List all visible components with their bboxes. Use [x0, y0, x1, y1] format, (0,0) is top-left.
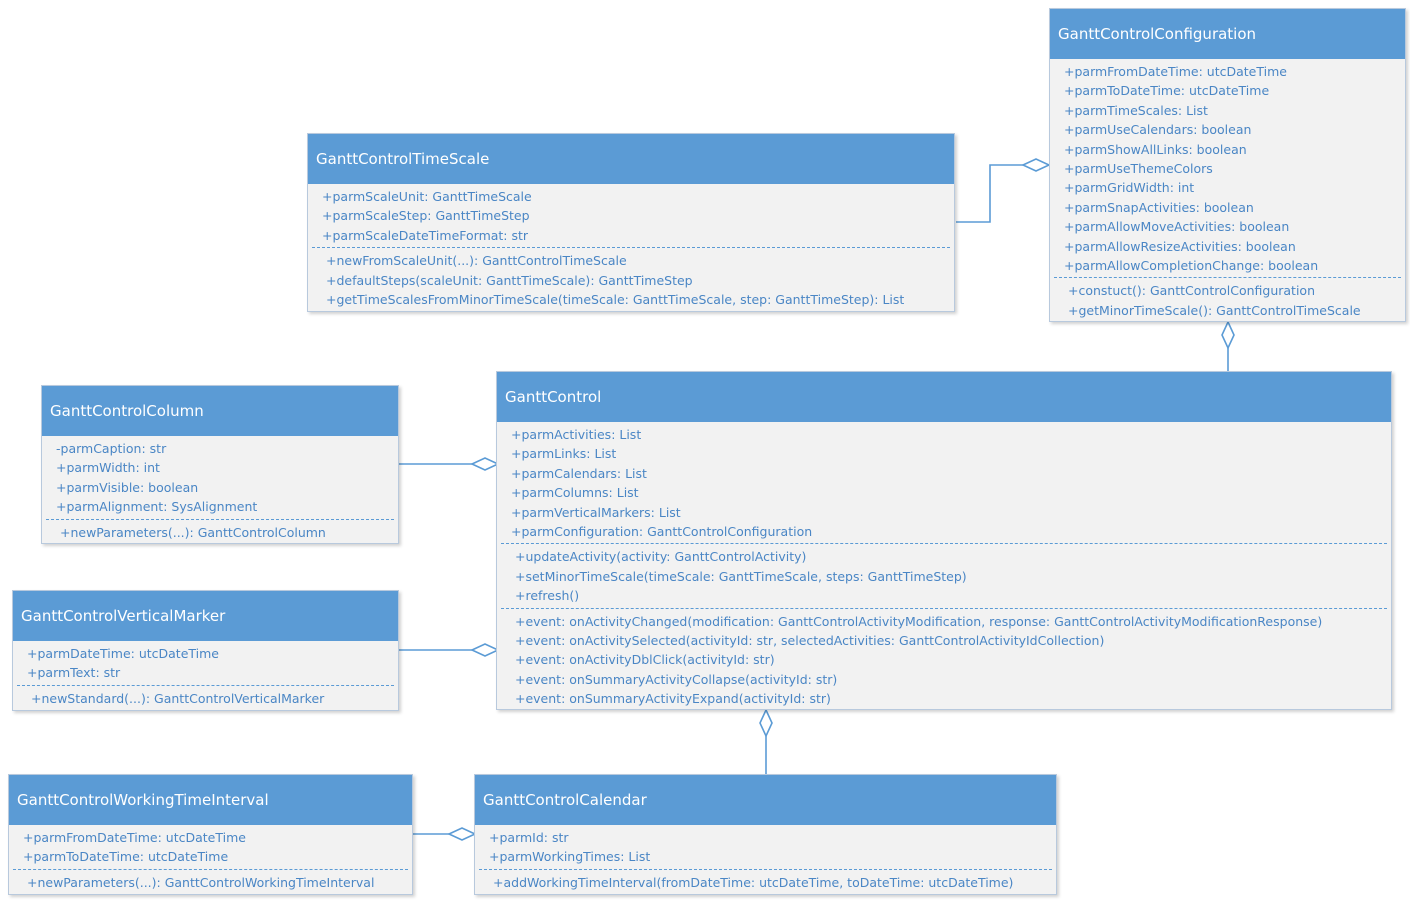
- class-gantt-control-column: GanttControlColumn -parmCaption: str +pa…: [41, 385, 399, 544]
- attribute-row: +parmVisible: boolean: [56, 479, 199, 495]
- attributes-section: +parmId: str +parmWorkingTimes: List: [475, 825, 1056, 869]
- attribute-row: +parmAllowCompletionChange: boolean: [1064, 258, 1319, 274]
- attribute-row: +parmAlignment: SysAlignment: [56, 499, 258, 515]
- events-section: +event: onActivityChanged(modification: …: [501, 607, 1387, 711]
- attribute-row: +parmActivities: List: [511, 427, 642, 442]
- class-gantt-control-configuration: GanttControlConfiguration +parmFromDateT…: [1049, 8, 1406, 322]
- event-row: +event: onSummaryActivityCollapse(activi…: [515, 671, 838, 687]
- class-header: GanttControlWorkingTimeInterval: [9, 775, 412, 825]
- aggregation-diamond-control-bottom: [759, 708, 773, 738]
- attribute-row: +parmConfiguration: GanttControlConfigur…: [511, 524, 813, 540]
- attribute-row: +parmCalendars: List: [511, 465, 647, 481]
- aggregation-diamond-calendar: [447, 827, 477, 841]
- attribute-row: +parmFromDateTime: utcDateTime: [1064, 64, 1287, 79]
- method-row: +newParameters(...): GanttControlColumn: [60, 524, 326, 540]
- attribute-row: +parmShowAllLinks: boolean: [1064, 141, 1247, 157]
- attribute-row: -parmCaption: str: [56, 441, 167, 456]
- class-gantt-control: GanttControl +parmActivities: List +parm…: [496, 371, 1392, 710]
- method-row: +refresh(): [515, 588, 580, 604]
- attribute-row: +parmId: str: [489, 830, 569, 845]
- class-gantt-control-time-scale: GanttControlTimeScale +parmScaleUnit: Ga…: [307, 133, 955, 312]
- class-header: GanttControlVerticalMarker: [13, 591, 398, 641]
- event-row: +event: onActivityChanged(modification: …: [515, 613, 1323, 629]
- method-row: +newStandard(...): GanttControlVerticalM…: [31, 690, 325, 706]
- attribute-row: +parmScaleStep: GanttTimeStep: [322, 208, 530, 224]
- attribute-row: +parmWorkingTimes: List: [489, 849, 651, 865]
- attribute-row: +parmUseThemeColors: [1064, 161, 1213, 177]
- aggregation-diamond-control-top: [1221, 320, 1235, 350]
- attribute-row: +parmScaleDateTimeFormat: str: [322, 227, 529, 243]
- attribute-row: +parmText: str: [27, 665, 121, 681]
- methods-section: +constuct(): GanttControlConfiguration +…: [1054, 277, 1401, 322]
- attribute-row: +parmDateTime: utcDateTime: [27, 646, 219, 661]
- methods-section: +updateActivity(activity: GanttControlAc…: [501, 543, 1387, 607]
- methods-section: +newParameters(...): GanttControlWorking…: [13, 868, 408, 894]
- method-row: +getMinorTimeScale(): GanttControlTimeSc…: [1068, 302, 1361, 318]
- connector-timescale-configuration: [956, 164, 1023, 223]
- attribute-row: +parmFromDateTime: utcDateTime: [23, 830, 246, 845]
- attribute-row: +parmScaleUnit: GanttTimeScale: [322, 189, 532, 204]
- method-row: +getTimeScalesFromMinorTimeScale(timeSca…: [326, 292, 905, 308]
- class-gantt-control-calendar: GanttControlCalendar +parmId: str +parmW…: [474, 774, 1057, 895]
- attribute-row: +parmAllowResizeActivities: boolean: [1064, 238, 1296, 254]
- attributes-section: +parmFromDateTime: utcDateTime +parmToDa…: [9, 825, 412, 869]
- attribute-row: +parmSnapActivities: boolean: [1064, 199, 1254, 215]
- aggregation-diamond-control-column: [470, 457, 500, 471]
- class-gantt-control-vertical-marker: GanttControlVerticalMarker +parmDateTime…: [12, 590, 399, 711]
- attributes-section: +parmFromDateTime: utcDateTime +parmToDa…: [1050, 59, 1405, 277]
- attribute-row: +parmVerticalMarkers: List: [511, 504, 681, 520]
- class-header: GanttControl: [497, 372, 1391, 422]
- methods-section: +addWorkingTimeInterval(fromDateTime: ut…: [479, 868, 1052, 894]
- attribute-row: +parmTimeScales: List: [1064, 102, 1208, 118]
- method-row: +newParameters(...): GanttControlWorking…: [27, 874, 375, 890]
- methods-section: +newStandard(...): GanttControlVerticalM…: [17, 684, 394, 710]
- method-row: +setMinorTimeScale(timeScale: GanttTimeS…: [515, 568, 967, 584]
- method-row: +updateActivity(activity: GanttControlAc…: [515, 549, 807, 565]
- method-row: +constuct(): GanttControlConfiguration: [1068, 283, 1315, 299]
- class-header: GanttControlColumn: [42, 386, 398, 436]
- aggregation-diamond-configuration: [1021, 158, 1051, 172]
- event-row: +event: onSummaryActivityExpand(activity…: [515, 691, 831, 707]
- attributes-section: +parmDateTime: utcDateTime +parmText: st…: [13, 641, 398, 685]
- event-row: +event: onActivitySelected(activityId: s…: [515, 633, 1105, 649]
- attribute-row: +parmLinks: List: [511, 446, 617, 462]
- event-row: +event: onActivityDblClick(activityId: s…: [515, 652, 775, 668]
- attribute-row: +parmWidth: int: [56, 460, 160, 476]
- attribute-row: +parmGridWidth: int: [1064, 180, 1195, 196]
- methods-section: +newFromScaleUnit(...): GanttControlTime…: [312, 247, 950, 311]
- method-row: +newFromScaleUnit(...): GanttControlTime…: [326, 253, 627, 269]
- method-row: +defaultSteps(scaleUnit: GanttTimeScale)…: [326, 272, 693, 288]
- aggregation-diamond-control-marker: [470, 643, 500, 657]
- attribute-row: +parmColumns: List: [511, 485, 639, 501]
- attribute-row: +parmToDateTime: utcDateTime: [1064, 83, 1270, 99]
- attributes-section: -parmCaption: str +parmWidth: int +parmV…: [42, 436, 398, 519]
- class-header: GanttControlConfiguration: [1050, 9, 1405, 59]
- class-header: GanttControlTimeScale: [308, 134, 954, 184]
- method-row: +addWorkingTimeInterval(fromDateTime: ut…: [493, 874, 1014, 890]
- methods-section: +newParameters(...): GanttControlColumn: [46, 518, 394, 544]
- attributes-section: +parmScaleUnit: GanttTimeScale +parmScal…: [308, 184, 954, 247]
- attribute-row: +parmUseCalendars: boolean: [1064, 122, 1252, 138]
- class-gantt-control-working-time-interval: GanttControlWorkingTimeInterval +parmFro…: [8, 774, 413, 895]
- attribute-row: +parmToDateTime: utcDateTime: [23, 849, 229, 865]
- attribute-row: +parmAllowMoveActivities: boolean: [1064, 219, 1290, 235]
- attributes-section: +parmActivities: List +parmLinks: List +…: [497, 422, 1391, 543]
- class-header: GanttControlCalendar: [475, 775, 1056, 825]
